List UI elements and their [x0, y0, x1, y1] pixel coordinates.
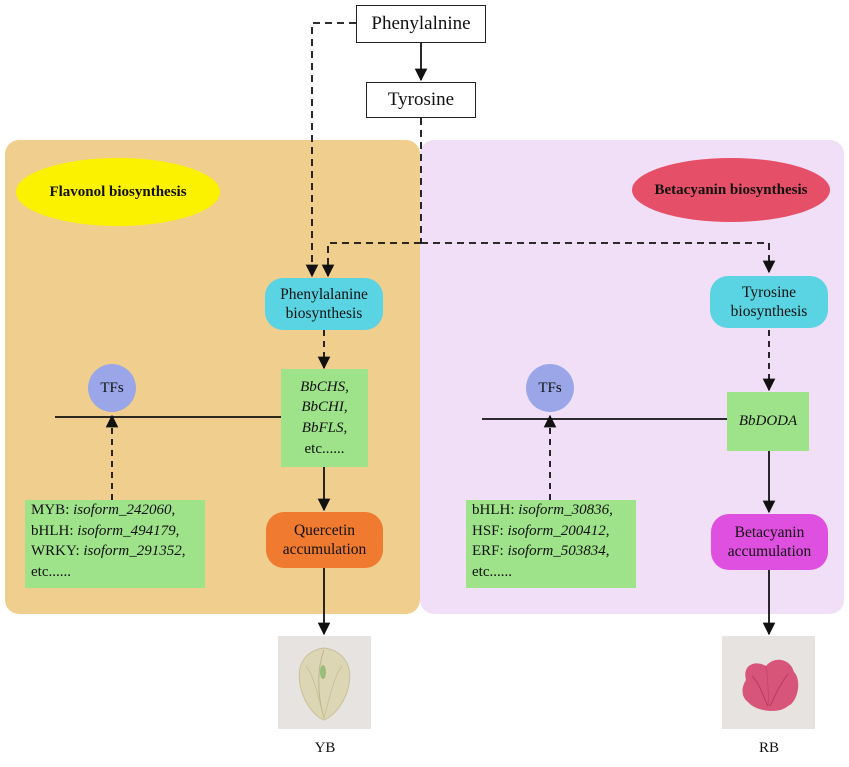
- gene-item: BbFLS,: [301, 420, 348, 436]
- red-bract-image: [722, 636, 815, 729]
- gene-etc: etc......: [304, 440, 345, 457]
- betacyanin-tf-list: bHLH: isoform_30836, HSF: isoform_200412…: [466, 500, 636, 588]
- tyr-synth-line1: Tyrosine: [741, 283, 796, 301]
- tf-item: bHLH: isoform_30836,: [472, 502, 613, 518]
- phe-synth-line2: biosynthesis: [285, 305, 363, 322]
- tfs-circle-left: TFs: [88, 364, 136, 412]
- flavonol-tf-list: MYB: isoform_242060, bHLH: isoform_49417…: [25, 500, 205, 588]
- gene-item: BbCHI,: [301, 399, 348, 416]
- tf-item: ERF: isoform_503834,: [472, 543, 610, 560]
- quercetin-line2: accumulation: [282, 541, 367, 558]
- tyrosine-biosynthesis-box: Tyrosine biosynthesis: [710, 276, 828, 328]
- phenylalnine-box: Phenylalnine: [356, 5, 486, 43]
- red-bract-photo: [722, 636, 815, 729]
- betacyanin-gene-box: BbDODA: [727, 392, 809, 451]
- tf-item: HSF: isoform_200412,: [472, 522, 610, 539]
- quercetin-accumulation-box: Quercetin accumulation: [266, 512, 383, 568]
- arrow-tyr-to-phe-synth: [321, 242, 421, 278]
- yb-label: YB: [314, 740, 336, 756]
- arrow-tyr-to-tyr-synth: [421, 242, 776, 274]
- tf-etc: etc......: [31, 564, 71, 581]
- arrow-phe-to-phe-synth: [305, 22, 356, 278]
- flavonol-title: Flavonol biosynthesis: [16, 158, 220, 226]
- tf-item: bHLH: isoform_494179,: [31, 522, 180, 539]
- betacyanin-accumulation-box: Betacyanin accumulation: [711, 514, 828, 570]
- phe-synth-line1: Phenylalanine: [280, 285, 368, 303]
- tf-etc: etc......: [472, 564, 512, 581]
- yellow-bract-photo: [278, 636, 371, 729]
- tf-item: MYB: isoform_242060,: [31, 502, 176, 518]
- tyrosine-box: Tyrosine: [366, 82, 476, 118]
- tf-item: WRKY: isoform_291352,: [31, 543, 186, 560]
- rb-label: RB: [758, 740, 779, 756]
- yellow-bract-image: [278, 636, 371, 729]
- quercetin-line1: Quercetin: [293, 521, 356, 539]
- gene-item: BbDODA: [738, 413, 798, 430]
- betacyanin-title: Betacyanin biosynthesis: [632, 158, 830, 222]
- gene-item: BbCHS,: [300, 378, 349, 395]
- betacyanin-line2: accumulation: [727, 543, 812, 560]
- betacyanin-line1: Betacyanin: [734, 523, 805, 541]
- phenylalanine-biosynthesis-box: Phenylalanine biosynthesis: [265, 278, 383, 330]
- flavonol-genes-box: BbCHS, BbCHI, BbFLS, etc......: [281, 369, 368, 467]
- tfs-circle-right: TFs: [526, 364, 574, 412]
- tyr-synth-line2: biosynthesis: [730, 303, 808, 320]
